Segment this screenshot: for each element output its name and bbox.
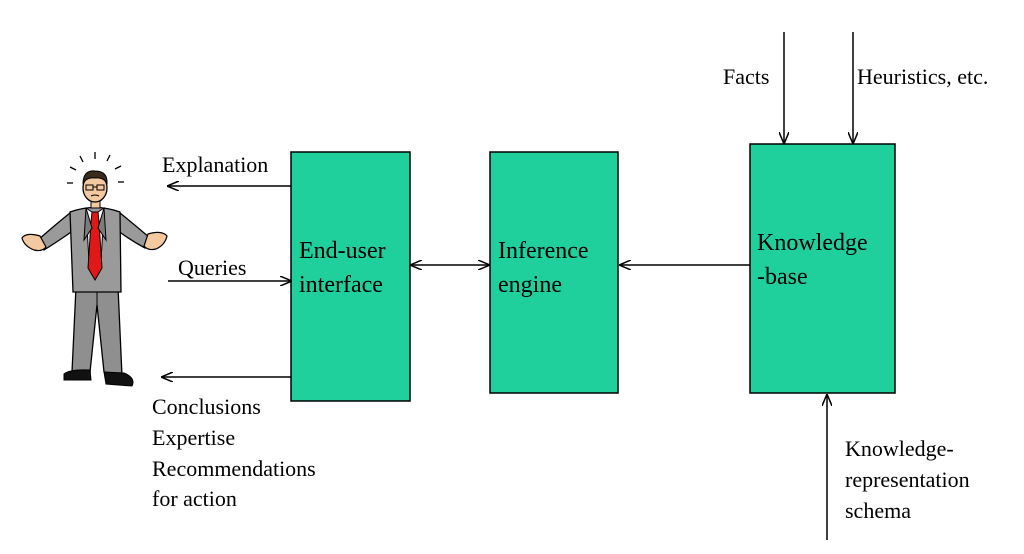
inference-engine-label-line1: Inference <box>498 238 589 264</box>
inference-engine-label: Inference engine <box>498 234 589 302</box>
recommendations-label: Recommendations <box>152 456 316 481</box>
for-action-label: for action <box>152 486 237 511</box>
inference-engine-label-line2: engine <box>498 272 562 298</box>
knowledge-base-label-line1: Knowledge <box>757 230 868 256</box>
conclusions-label: Conclusions <box>152 394 261 419</box>
knowledge-representation-label-line2: representation <box>845 467 970 492</box>
end-user-interface-label-line1: End-user <box>299 238 386 264</box>
explanation-label: Explanation <box>162 152 269 177</box>
inference-engine-box <box>489 151 619 394</box>
knowledge-representation-label-line3: schema <box>845 498 911 523</box>
end-user-interface-box <box>290 151 411 402</box>
knowledge-base-label: Knowledge -base <box>757 226 868 294</box>
knowledge-base-label-line2: -base <box>757 264 808 290</box>
expertise-label: Expertise <box>152 425 236 450</box>
confused-businessman-icon <box>21 152 168 387</box>
facts-label: Facts <box>723 64 770 89</box>
heuristics-label: Heuristics, etc. <box>857 64 989 89</box>
queries-label: Queries <box>178 255 247 280</box>
knowledge-representation-label-line1: Knowledge- <box>845 436 954 461</box>
end-user-interface-label-line2: interface <box>299 272 383 298</box>
end-user-interface-label: End-user interface <box>299 234 386 302</box>
knowledge-base-box <box>749 143 896 394</box>
